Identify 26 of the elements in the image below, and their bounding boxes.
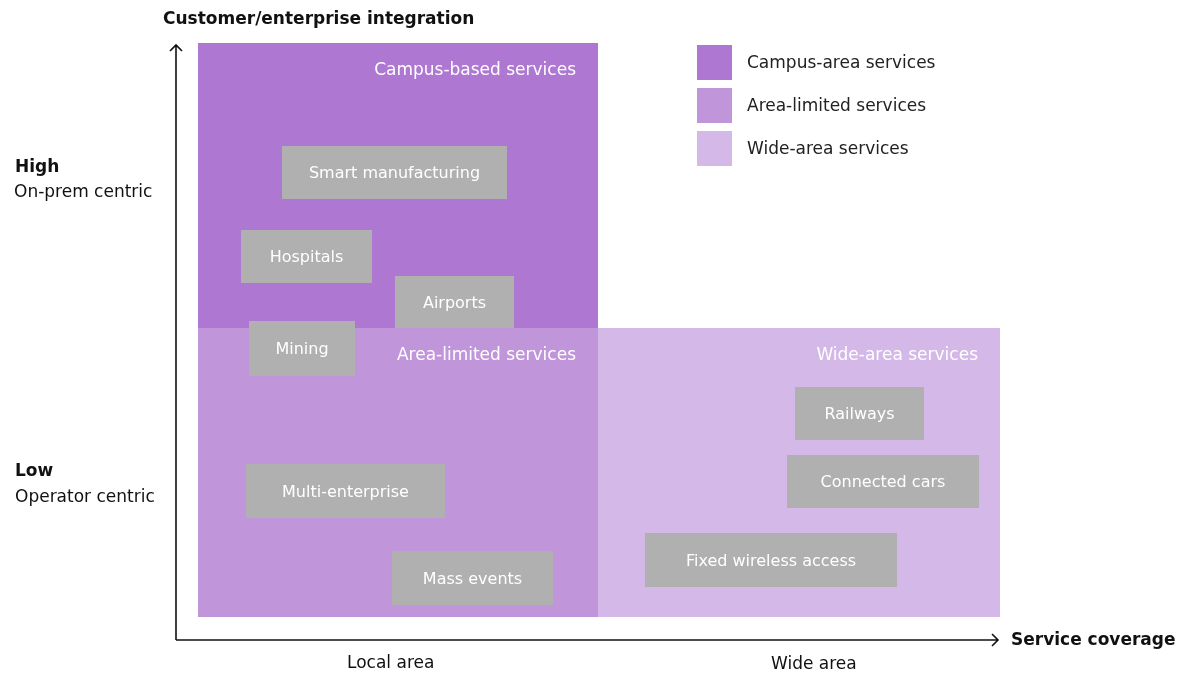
use-case-tile: Hospitals: [241, 230, 372, 283]
use-case-tile: Railways: [795, 387, 924, 440]
service-area-region: [198, 328, 598, 617]
use-case-tile: Fixed wireless access: [645, 533, 897, 587]
service-area-region: [198, 43, 598, 328]
axis-tick-label: Local area: [347, 652, 435, 672]
axis-title: Customer/enterprise integration: [163, 8, 475, 28]
legend-label: Wide-area services: [747, 138, 909, 158]
use-case-tile: Mass events: [392, 551, 553, 605]
axis-title: Service coverage: [1011, 629, 1176, 649]
axis-level-label: Operator centric: [15, 486, 155, 506]
use-case-tile: Smart manufacturing: [282, 146, 507, 199]
use-case-tile: Mining: [249, 321, 355, 376]
legend-label: Area-limited services: [747, 95, 927, 115]
axis-level-label: High: [15, 156, 60, 176]
legend-label: Campus-area services: [747, 52, 936, 72]
region-title: Campus-based services: [374, 59, 576, 79]
use-case-tile: Connected cars: [787, 455, 979, 508]
use-case-tile: Multi-enterprise: [246, 464, 445, 518]
axis-level-label: Low: [15, 460, 54, 480]
service-area-region: [598, 328, 1000, 617]
region-title: Wide-area services: [816, 344, 978, 364]
axis-tick-label: Wide area: [771, 653, 857, 673]
region-title: Area-limited services: [396, 344, 576, 364]
axis-level-label: On-prem centric: [14, 181, 153, 201]
use-case-tile: Airports: [395, 276, 514, 328]
